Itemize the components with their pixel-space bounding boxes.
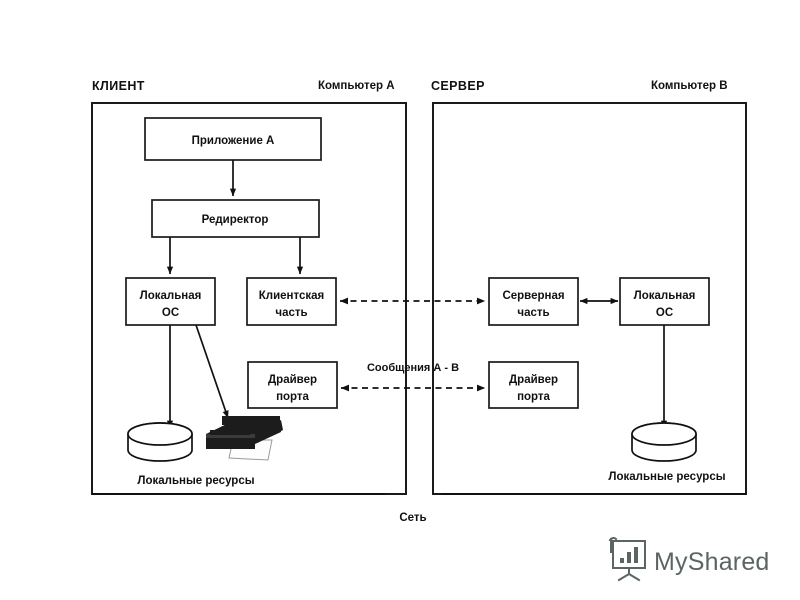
client-panel-title: КЛИЕНТ <box>92 79 145 93</box>
box-server-part-label-line2: часть <box>517 307 549 319</box>
box-application-a-rect[interactable] <box>144 117 322 161</box>
box-application-a[interactable]: Приложение А <box>144 117 322 161</box>
myshared-watermark-text: MyShared <box>654 548 770 576</box>
box-client-port-driver-rect[interactable] <box>247 361 338 409</box>
box-client-port-driver-label-line1: Драйвер <box>268 374 317 386</box>
box-server-part-label-line1: Серверная <box>502 290 564 302</box>
server-panel-title: СЕРВЕР <box>431 79 485 93</box>
box-client-part-label-line1: Клиентская <box>259 290 324 302</box>
box-server-local-os-label-line1: Локальная <box>634 290 696 302</box>
disk-icon <box>631 422 697 462</box>
computer-a-label: Компьютер А <box>318 80 395 92</box>
presentation-chart-icon <box>608 537 646 582</box>
box-server-part-rect[interactable] <box>488 277 579 326</box>
computer-b-label: Компьютер В <box>651 80 728 92</box>
disk-icon <box>127 422 193 462</box>
network-label: Сеть <box>399 512 426 524</box>
box-client-port-driver-label-line2: порта <box>276 391 309 403</box>
box-server-port-driver[interactable]: Драйвер порта <box>488 361 579 409</box>
server-resources-label: Локальные ресурсы <box>608 471 725 483</box>
printer-icon <box>206 416 283 461</box>
box-client-local-os[interactable]: Локальная ОС <box>125 277 216 326</box>
box-redirector-label: Редиректор <box>202 214 269 226</box>
box-server-part[interactable]: Серверная часть <box>488 277 579 326</box>
box-client-local-os-label-line1: Локальная <box>140 290 202 302</box>
box-client-part-label-line2: часть <box>275 307 307 319</box>
myshared-watermark: MyShared <box>608 537 770 582</box>
box-server-local-os-rect[interactable] <box>619 277 710 326</box>
box-server-local-os[interactable]: Локальная ОС <box>619 277 710 326</box>
box-client-port-driver[interactable]: Драйвер порта <box>247 361 338 409</box>
client-resources-label: Локальные ресурсы <box>137 475 254 487</box>
box-redirector-rect[interactable] <box>151 199 320 238</box>
box-redirector[interactable]: Редиректор <box>151 199 320 238</box>
arrow-client-local-os-to-printer <box>195 324 229 419</box>
box-server-port-driver-label-line2: порта <box>517 391 550 403</box>
box-client-local-os-rect[interactable] <box>125 277 216 326</box>
box-server-port-driver-rect[interactable] <box>488 361 579 409</box>
box-client-local-os-label-line2: ОС <box>162 307 179 319</box>
box-application-a-label: Приложение А <box>192 135 275 147</box>
box-server-local-os-label-line2: ОС <box>656 307 673 319</box>
box-server-port-driver-label-line1: Драйвер <box>509 374 558 386</box>
box-client-part[interactable]: Клиентская часть <box>246 277 337 326</box>
box-client-part-rect[interactable] <box>246 277 337 326</box>
messages-label: Сообщения А - В <box>367 362 459 374</box>
